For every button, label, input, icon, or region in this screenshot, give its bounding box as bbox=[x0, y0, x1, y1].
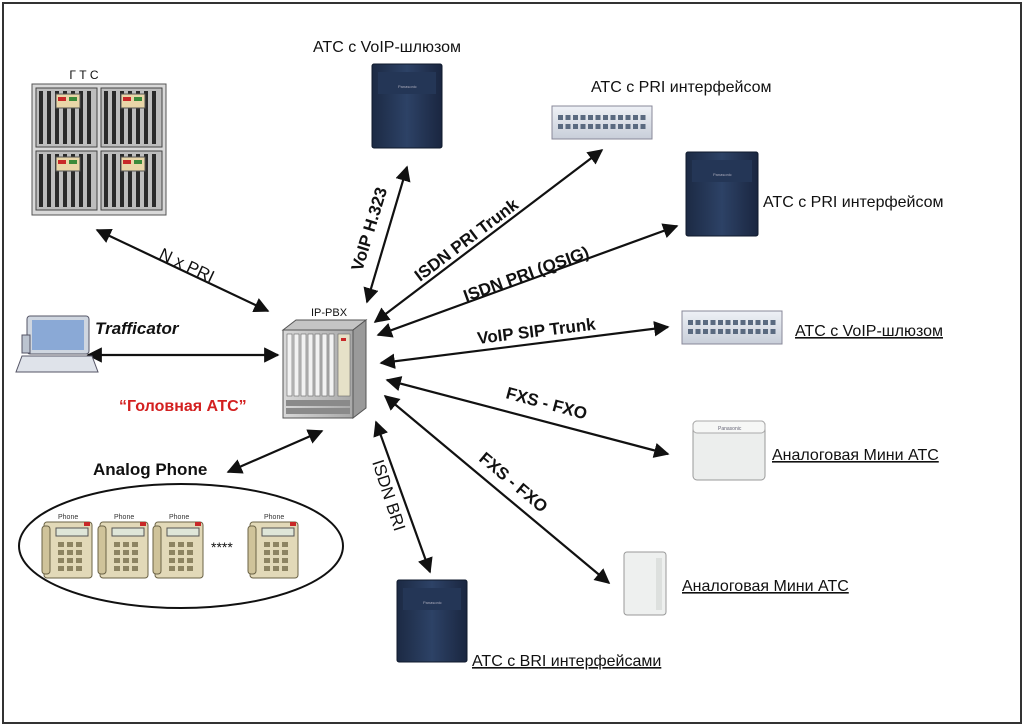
connections bbox=[86, 149, 679, 584]
analog-phone-1: Phone bbox=[41, 514, 93, 579]
phone-caption: Phone bbox=[114, 514, 134, 521]
link-isdn-pri-qsig-line bbox=[376, 223, 679, 338]
link-gts-line bbox=[95, 228, 270, 313]
device-label-analog-mini-1: Аналоговая Мини АТС bbox=[772, 447, 939, 464]
svg-text:Panasonic: Panasonic bbox=[713, 172, 732, 177]
link-isdn-bri-line bbox=[373, 420, 433, 574]
link-fxs-fxo-2-line bbox=[383, 395, 611, 584]
analog-phone-4: Phone bbox=[247, 514, 299, 579]
analog-phone-2: Phone bbox=[97, 514, 149, 579]
link-label-fxs-fxo-2: FXS - FXO bbox=[475, 449, 551, 517]
svg-text:Panasonic: Panasonic bbox=[423, 600, 442, 605]
link-label-gts: N x PRI bbox=[156, 244, 217, 286]
analog-phone-group: Analog Phone Phone Phone Phone Phone **** bbox=[18, 460, 344, 609]
gts-exchange: Г Т С bbox=[31, 68, 167, 216]
phone-caption: Phone bbox=[264, 514, 284, 521]
phone-caption: Phone bbox=[169, 514, 189, 521]
pbx-label: IP-PBX bbox=[311, 307, 348, 319]
link-label-voip-h323: VoIP H.323 bbox=[348, 185, 391, 273]
device-label-analog-mini-2: Аналоговая Мини АТС bbox=[682, 578, 849, 595]
phone-ellipsis: **** bbox=[211, 539, 233, 555]
trafficator-label: Trafficator bbox=[95, 319, 180, 338]
trafficator-laptop: Trafficator bbox=[15, 315, 180, 373]
device-analog-mini-2: Аналоговая Мини АТС bbox=[623, 551, 849, 616]
device-label-voip-gw-right: АТС с VoIP-шлюзом bbox=[795, 323, 943, 340]
device-analog-mini-1: Panasonic Аналоговая Мини АТС bbox=[692, 420, 939, 481]
main-pbx-label: “Головная АТС” bbox=[119, 398, 247, 415]
link-voip-sip-trunk-line bbox=[379, 321, 670, 369]
ip-pbx: IP-PBX “Головная АТС” bbox=[119, 307, 368, 420]
device-voip-gw-top: Panasonic АТС с VoIP-шлюзом bbox=[313, 39, 461, 149]
device-label-voip-gw-top: АТС с VoIP-шлюзом bbox=[313, 39, 461, 56]
device-voip-gw-right: АТС с VoIP-шлюзом bbox=[681, 310, 943, 345]
analog-phone-label: Analog Phone bbox=[93, 460, 207, 479]
device-bri-cabinet: Panasonic АТС с BRI интерфейсами bbox=[396, 579, 661, 670]
device-pri-cabinet: Panasonic АТС с PRI интерфейсом bbox=[685, 151, 944, 237]
svg-text:Panasonic: Panasonic bbox=[398, 84, 417, 89]
device-pri-rack: АТС с PRI интерфейсом bbox=[551, 79, 772, 140]
analog-phone-3: Phone bbox=[152, 514, 204, 579]
link-label-fxs-fxo-1: FXS - FXO bbox=[504, 384, 589, 424]
device-label-pri-cabinet: АТС с PRI интерфейсом bbox=[763, 194, 944, 211]
device-label-pri-rack: АТС с PRI интерфейсом bbox=[591, 79, 772, 96]
device-label-bri-cabinet: АТС с BRI интерфейсами bbox=[472, 653, 661, 670]
gts-label: Г Т С bbox=[69, 68, 98, 82]
link-analog-phone-line bbox=[226, 429, 324, 474]
link-label-isdn-pri-qsig: ISDN PRI (QSIG) bbox=[461, 243, 592, 306]
phone-caption: Phone bbox=[58, 514, 78, 521]
svg-text:Panasonic: Panasonic bbox=[718, 426, 742, 432]
